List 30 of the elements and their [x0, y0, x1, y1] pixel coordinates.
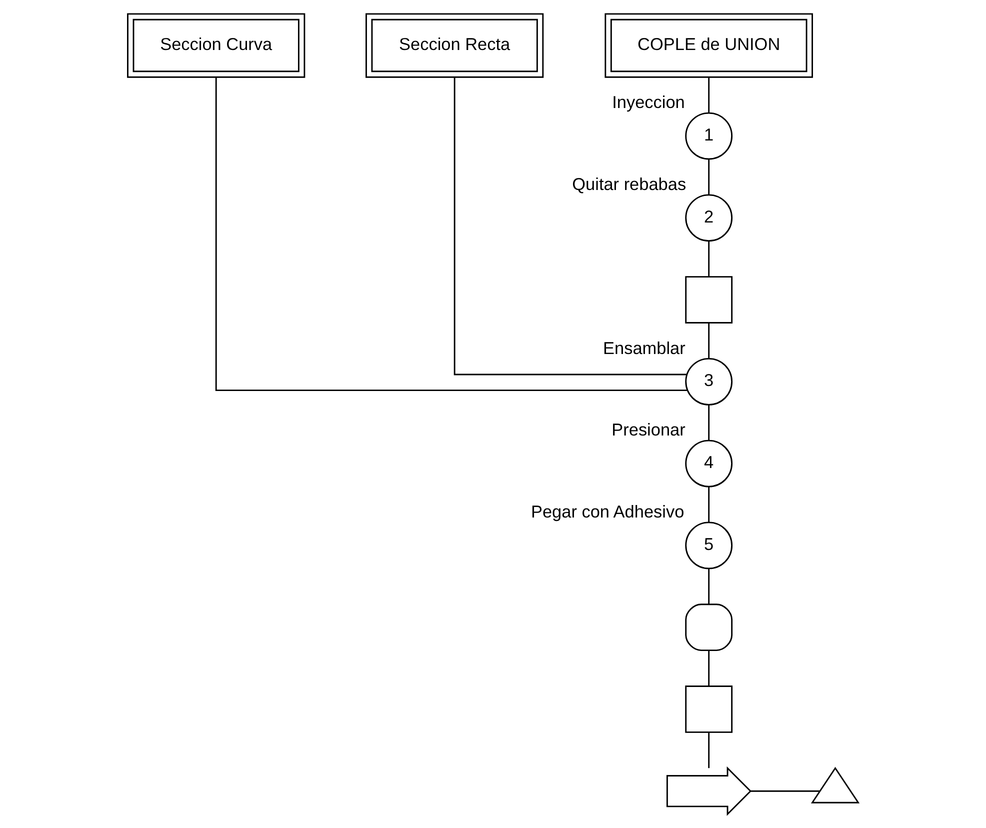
- node-box: COPLE de UNION: [604, 13, 813, 78]
- connector: [708, 241, 710, 277]
- connector: [708, 568, 710, 604]
- node-box: Seccion Recta: [366, 13, 544, 78]
- node-box: [685, 686, 733, 733]
- node-label: Inyeccion: [612, 92, 685, 112]
- node-arrow: [666, 766, 752, 816]
- node-circle: 5: [685, 522, 733, 570]
- connector: [454, 78, 687, 376]
- connector: [708, 323, 710, 359]
- connector: [708, 732, 710, 768]
- connector: [708, 650, 710, 686]
- node-circle: 1: [685, 112, 733, 160]
- connector: [215, 77, 688, 392]
- connector: [750, 790, 820, 792]
- node-label: Presionar: [612, 420, 686, 440]
- node-circle: 2: [685, 194, 733, 242]
- node-box: Seccion Curva: [127, 13, 306, 78]
- node-box: [685, 276, 733, 324]
- connector: [708, 159, 710, 195]
- node-circle: 4: [685, 440, 733, 488]
- node-label: Pegar con Adhesivo: [530, 502, 684, 522]
- node-delay: [685, 604, 733, 652]
- node-label: Ensamblar: [603, 338, 686, 358]
- node-circle: 3: [685, 358, 733, 406]
- connector: [708, 77, 710, 113]
- node-triangle: [810, 766, 860, 804]
- connector: [708, 486, 710, 522]
- node-label: Quitar rebabas: [572, 174, 686, 194]
- connector: [708, 404, 710, 441]
